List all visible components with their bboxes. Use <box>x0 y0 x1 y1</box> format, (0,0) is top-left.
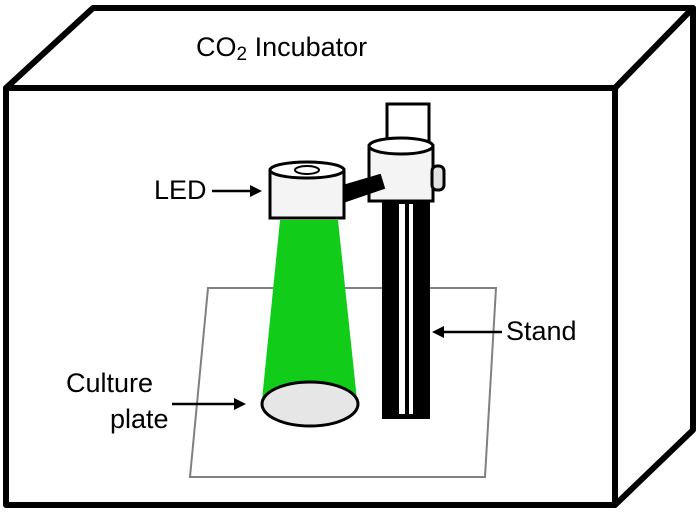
incubator-title: CO2 Incubator <box>196 32 367 65</box>
culture-plate <box>260 380 360 428</box>
culture-plate-label-line2: plate <box>110 404 169 434</box>
light-beam <box>262 220 357 400</box>
title-subscript: 2 <box>237 44 248 65</box>
culture-plate-arrow <box>172 398 246 410</box>
stand-arrow <box>432 326 502 338</box>
culture-plate-label-line1: Culture <box>66 368 153 398</box>
incubator-side-face <box>612 5 696 508</box>
led-arrow <box>212 185 262 197</box>
led-label: LED <box>154 175 207 205</box>
stand-pole <box>382 199 430 419</box>
arrows <box>172 185 502 410</box>
title-suffix: Incubator <box>247 32 367 62</box>
stand-label: Stand <box>506 316 577 346</box>
title-prefix: CO <box>196 32 237 62</box>
stand-clamp <box>367 102 446 203</box>
led-fixture <box>268 160 346 220</box>
